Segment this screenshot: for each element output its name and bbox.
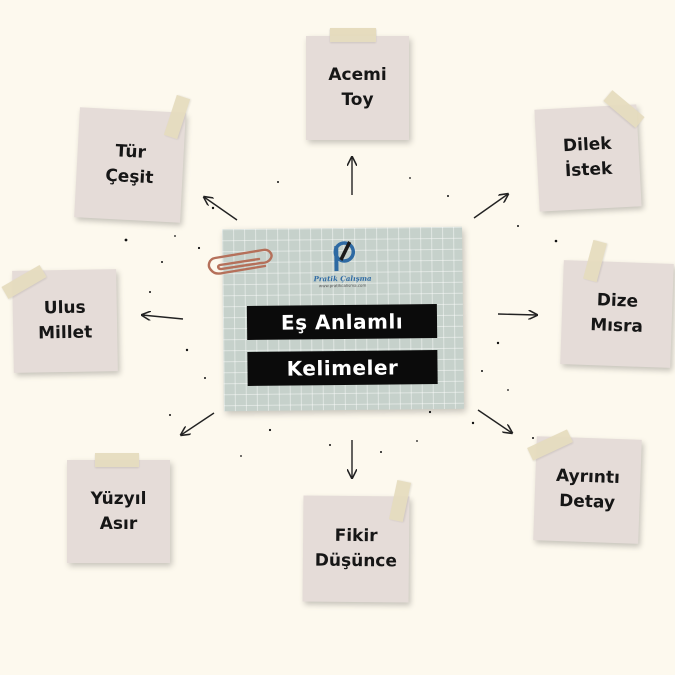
note-word: Dilek [562, 133, 613, 157]
note-word: Fikir [334, 525, 378, 547]
arrow-to-left [142, 315, 184, 319]
ink-splatter [124, 177, 558, 457]
note-synonym: Asır [99, 513, 138, 534]
arrow-to-right [497, 314, 537, 315]
arrow-to-bottom-right [477, 409, 512, 433]
note-yuzyil-asir: Yüzyıl Asır [67, 460, 170, 563]
note-dize-misra: Dize Mısra [560, 260, 674, 368]
title-line-1: Eş Anlamlı [246, 304, 438, 341]
note-word: Ulus [43, 297, 86, 319]
note-dilek-istek: Dilek İstek [534, 104, 642, 212]
paperclip-icon [207, 248, 273, 275]
note-synonym: İstek [564, 158, 613, 182]
arrow-to-top-left [204, 197, 238, 221]
note-synonym: Mısra [589, 315, 644, 337]
title-line-2: Kelimeler [247, 350, 438, 387]
note-word: Dize [596, 290, 639, 312]
note-synonym: Millet [38, 322, 93, 344]
note-synonym: Düşünce [314, 550, 398, 572]
note-synonym: Çeşit [104, 165, 154, 189]
note-word: Ayrıntı [555, 465, 621, 489]
tape [330, 28, 376, 42]
note-word: Acemi [328, 65, 387, 85]
logo-website: www.pratikcalisma.com [318, 282, 367, 289]
note-word: Yüzyıl [90, 488, 147, 509]
pen-logo-icon [333, 240, 356, 272]
arrow-to-bottom-left [181, 412, 215, 435]
tape [95, 453, 139, 467]
note-synonym: Toy [341, 90, 374, 110]
center-card: Pratik Çalışma www.pratikcalisma.com Eş … [222, 226, 464, 412]
note-synonym: Detay [558, 491, 616, 513]
note-acemi-toy: Acemi Toy [306, 36, 409, 140]
arrow-to-top-right [473, 194, 508, 219]
note-word: Tür [114, 141, 147, 163]
